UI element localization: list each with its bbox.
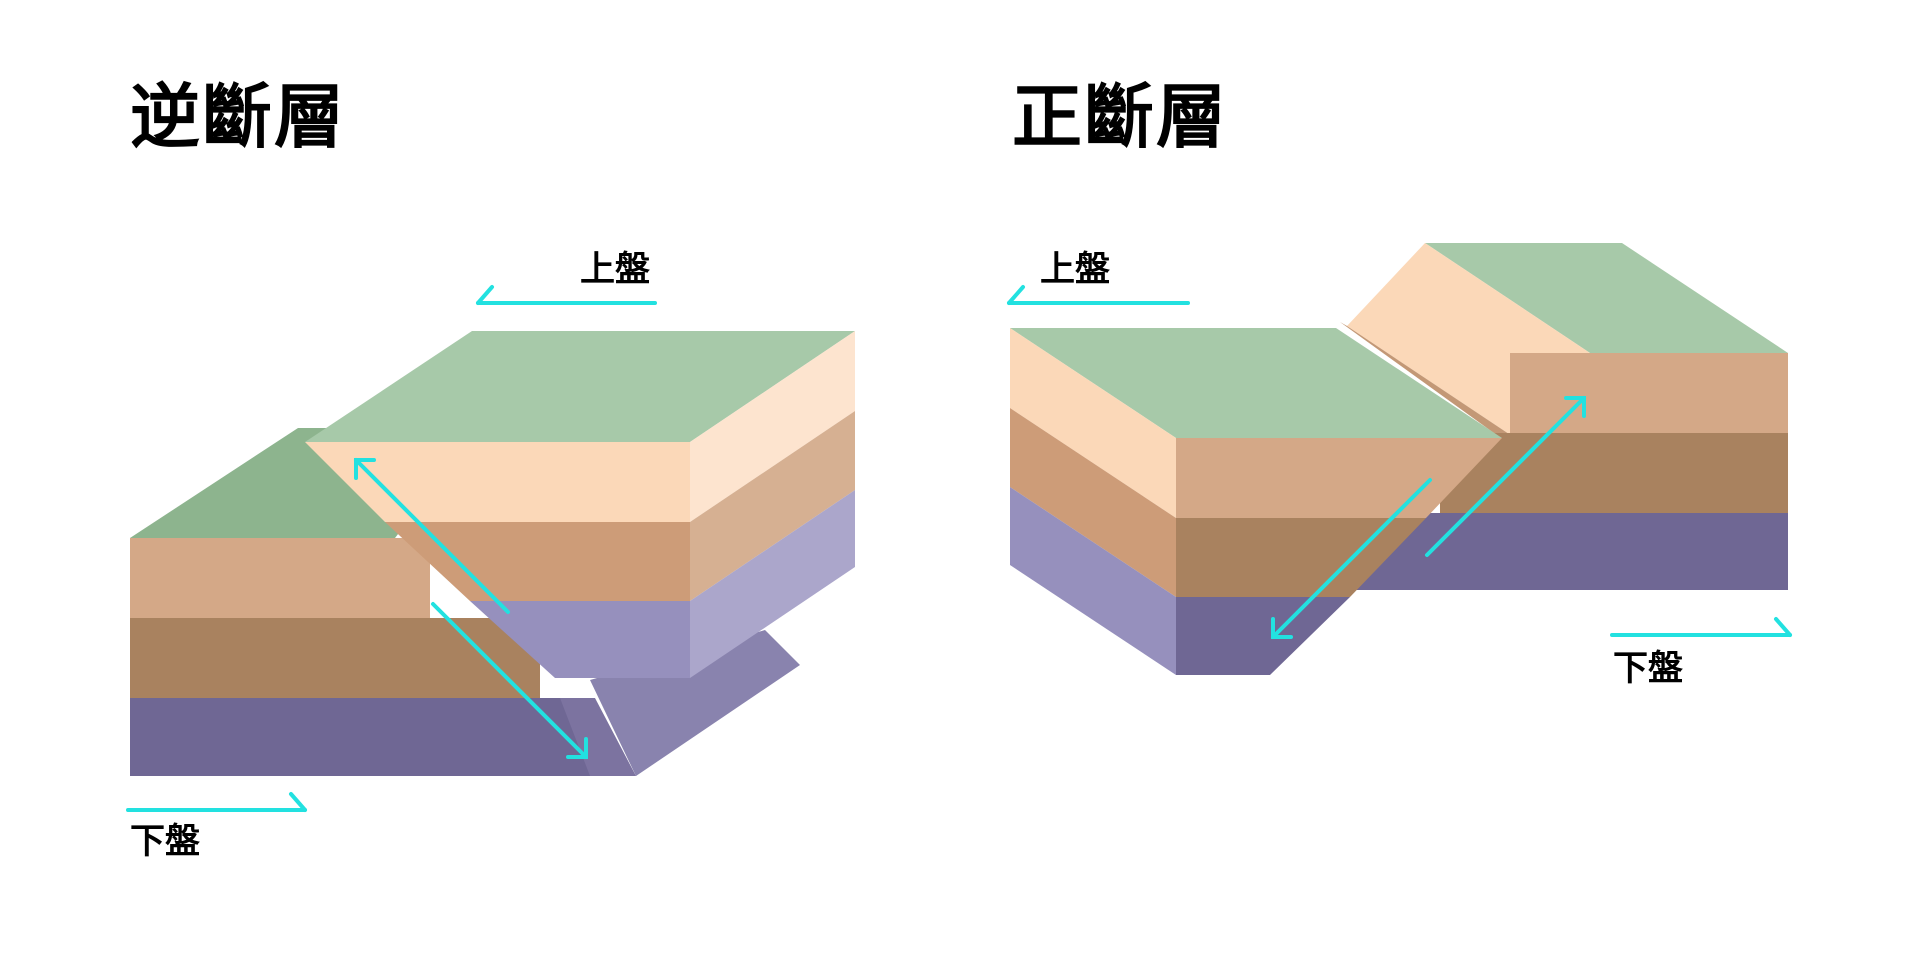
reverse-hanging-wall-slip-arrow: [354, 458, 510, 614]
normal-hanging-wall-layer-3-front: [1176, 597, 1350, 675]
reverse-footwall-slip-arrow: [431, 602, 588, 759]
reverse-hanging-wall-layer-1-side: [690, 331, 855, 522]
reverse-hanging-wall-block: [305, 331, 855, 678]
reverse-hanging-wall-layer-3-side: [690, 490, 855, 678]
normal-footwall-layer-1: [1510, 353, 1788, 433]
normal-footwall-layer-2: [1440, 433, 1788, 513]
normal-hanging-wall-layer-2-front: [1176, 518, 1426, 597]
normal-hanging-wall-layer-1-front: [1176, 438, 1502, 518]
normal-footwall-slip-arrow: [1425, 396, 1586, 557]
normal-hanging-wall-block: [1010, 328, 1502, 675]
normal-hanging-wall-layer-2-side: [1010, 408, 1176, 597]
normal-footwall-arrowhead: [1564, 396, 1586, 418]
reverse-footwall-layer-1: [130, 538, 430, 618]
reverse-hanging-wall-direction-arrowhead: [476, 285, 494, 305]
normal-hanging-wall-slip-arrow: [1271, 478, 1432, 639]
normal-footwall-block: [1340, 243, 1788, 590]
normal-hanging-wall-direction-arrowhead: [1007, 285, 1025, 305]
reverse-hanging-wall-layer-1-front: [305, 442, 690, 522]
reverse-footwall-fault-face: [560, 698, 636, 776]
normal-hanging-wall-top-surface: [1010, 328, 1502, 438]
normal-hanging-wall-layer-3-side: [1010, 487, 1176, 675]
normal-footwall-direction-arrowhead: [1774, 617, 1792, 637]
normal-footwall-label: 下盤: [1613, 649, 1684, 689]
reverse-footwall-layer-3: [130, 698, 590, 776]
reverse-hanging-wall-label: 上盤: [580, 250, 651, 290]
normal-footwall-layer-3: [1355, 513, 1788, 590]
normal-hanging-wall-arrowhead: [1271, 617, 1293, 639]
reverse-fault-title: 逆斷層: [130, 76, 346, 158]
reverse-hanging-wall-arrowhead: [354, 458, 376, 480]
normal-footwall-scarp-edge: [1340, 322, 1512, 441]
reverse-footwall-layer-2: [130, 618, 540, 698]
reverse-hanging-wall-top-surface: [305, 331, 855, 442]
reverse-fault-diagram: [126, 285, 855, 812]
reverse-slip-arrows: [354, 458, 588, 759]
reverse-footwall-direction-arrowhead: [289, 792, 307, 812]
reverse-hanging-wall-layer-3-front: [470, 601, 690, 678]
normal-hanging-wall-label: 上盤: [1040, 250, 1111, 290]
reverse-hanging-wall-layer-2-front: [385, 522, 690, 601]
normal-hanging-wall-layer-1-side: [1010, 328, 1176, 518]
reverse-footwall-label: 下盤: [130, 822, 201, 862]
reverse-footwall-arrowhead: [566, 737, 588, 759]
normal-footwall-top-surface: [1425, 243, 1788, 353]
reverse-hanging-wall-layer-2-side: [690, 411, 855, 601]
normal-fault-title: 正斷層: [1012, 76, 1228, 158]
normal-fault-diagram: [1007, 243, 1792, 675]
